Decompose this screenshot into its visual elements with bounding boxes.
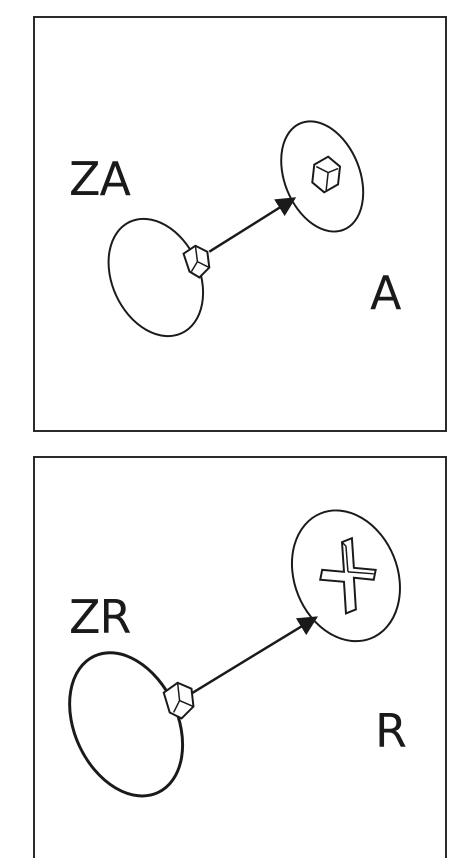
diagram-panel-zr: ZR R: [33, 456, 447, 858]
zr-illustration: [68, 509, 401, 798]
socket-label: R: [375, 704, 407, 758]
cross-socket-icon: [319, 536, 377, 615]
fit-arrow: [208, 197, 297, 253]
socket-label: A: [370, 266, 401, 320]
cap-label: ZR: [69, 590, 131, 644]
cap-zr-icon: [68, 651, 195, 798]
cap-label: ZA: [69, 152, 131, 206]
za-illustration: [107, 120, 365, 338]
cap-za-icon: [107, 217, 211, 338]
diagram-panel-za: ZA A: [33, 16, 447, 432]
hexagon-socket-icon: [311, 155, 342, 194]
fit-arrow: [188, 616, 318, 696]
